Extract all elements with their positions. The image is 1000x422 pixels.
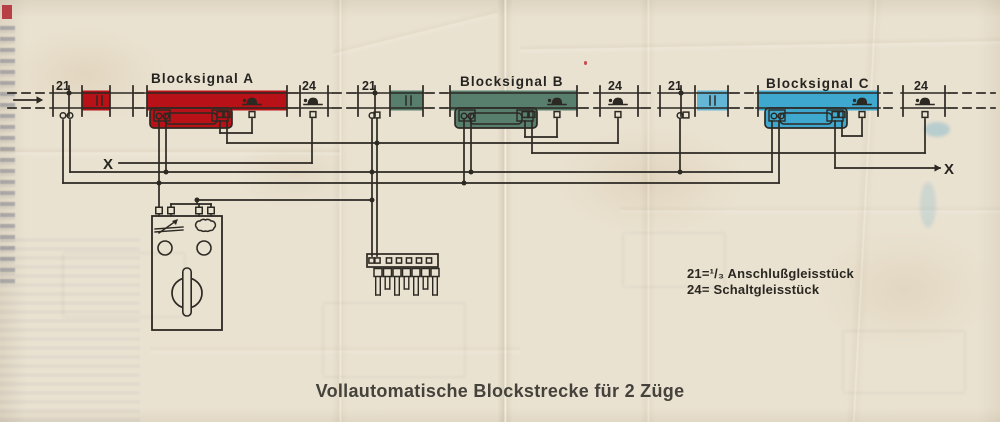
glyph-terminal-square [614, 110, 622, 119]
legend: 21=¹/₃ Anschlußgleisstück 24= Schaltglei… [687, 266, 854, 298]
track-section-red [82, 90, 110, 111]
speed-control-icon [158, 220, 177, 234]
housing-terminal-square [223, 110, 231, 119]
junction-dot [461, 180, 467, 186]
track-section-label-24: 24 [608, 79, 622, 93]
track-section-label-24: 24 [302, 79, 316, 93]
wire-arrow-head [934, 164, 941, 172]
contact-glyph [919, 97, 931, 104]
signal-label: Blocksignal B [460, 74, 564, 89]
track-section-red [147, 90, 287, 111]
track-section-label-24: 24 [914, 79, 928, 93]
legend-line-24: 24= Schaltgleisstück [687, 282, 820, 297]
glyph-terminal-square [309, 110, 317, 119]
transformer-terminal [167, 206, 175, 215]
contact-glyph [242, 98, 247, 103]
housing-terminal-square [838, 110, 846, 119]
signal-label: Blocksignal C [766, 76, 870, 91]
wire-arrow-head [36, 96, 43, 104]
transformer-terminal [207, 206, 215, 215]
track-section-blue [758, 90, 878, 111]
track-terminal-circle [676, 111, 684, 120]
x-continuation-marker: X [944, 161, 954, 178]
strip-terminal [425, 257, 433, 264]
track-terminal-circle [59, 111, 67, 120]
track-terminal-square [373, 111, 381, 119]
strip-contact [373, 267, 383, 278]
track-section-label-21: 21 [56, 79, 70, 93]
junction-dot [66, 90, 72, 96]
junction-dot [374, 140, 380, 146]
strip-terminal [395, 257, 403, 264]
housing-terminal-circle [770, 112, 778, 120]
track-terminal-circle [66, 111, 74, 120]
junction-dot [677, 169, 683, 175]
signal-label: Blocksignal A [151, 71, 254, 86]
transformer-knob-lever [182, 267, 193, 317]
glyph-terminal-square [921, 110, 929, 119]
contact-glyph [856, 97, 868, 104]
strip-contact [420, 267, 431, 278]
strip-terminal [374, 257, 381, 264]
strip-contact [411, 267, 421, 278]
diagram-caption: Vollautomatische Blockstrecke für 2 Züge [315, 381, 685, 401]
housing-terminal-circle [155, 112, 163, 120]
contact-glyph [551, 97, 563, 104]
junction-dot [678, 90, 684, 96]
strip-contact [382, 267, 393, 278]
housing-terminal-square [831, 110, 839, 119]
housing-terminal-circle [467, 112, 475, 120]
glyph-terminal-square [248, 110, 256, 119]
track-section-blue_light [697, 90, 728, 111]
legend-line-21: 21=¹/₃ Anschlußgleisstück [687, 266, 854, 281]
glyph-terminal-square [858, 110, 866, 119]
junction-dot [163, 169, 169, 175]
housing-terminal-square [528, 110, 536, 119]
housing-terminal-square [521, 110, 529, 119]
strip-terminal [415, 257, 423, 264]
track-section-label-21: 21 [668, 79, 682, 93]
transformer-socket [157, 240, 173, 256]
housing-terminal-circle [162, 112, 170, 120]
contact-glyph [915, 98, 920, 103]
junction-dot [156, 180, 162, 186]
track-section-label-21: 21 [362, 79, 376, 93]
housing-terminal-circle [460, 112, 468, 120]
distribution-strip-bar [366, 253, 439, 268]
contact-glyph [246, 97, 258, 104]
transformer-terminal [155, 206, 163, 215]
lighting-coil-icon [194, 218, 217, 233]
x-continuation-marker: X [103, 156, 113, 173]
track-terminal-square [682, 111, 690, 119]
strip-terminal [385, 257, 393, 264]
speed-control-icon [154, 226, 184, 230]
speed-control-icon [172, 219, 178, 225]
transformer-terminal [195, 206, 203, 215]
junction-dot [369, 169, 375, 175]
glyph-terminal-square [553, 110, 561, 119]
transformer-socket [196, 240, 212, 256]
strip-terminal [368, 257, 375, 264]
speed-control-icon [154, 229, 184, 233]
transformer-box [151, 215, 223, 331]
contact-glyph [303, 98, 308, 103]
junction-dot [194, 197, 200, 203]
contact-glyph [608, 98, 613, 103]
strip-contact [430, 267, 440, 278]
track-section-green [450, 90, 577, 111]
junction-dot [369, 197, 375, 203]
contact-glyph [547, 98, 552, 103]
contact-glyph [307, 97, 319, 104]
housing-terminal-square [216, 110, 224, 119]
housing-terminal-circle [777, 112, 785, 120]
junction-dot [372, 90, 378, 96]
contact-glyph [852, 98, 857, 103]
strip-terminal [405, 257, 413, 264]
strip-contact [401, 267, 412, 278]
contact-glyph [612, 97, 624, 104]
strip-contact [392, 267, 402, 278]
junction-dot [468, 169, 474, 175]
